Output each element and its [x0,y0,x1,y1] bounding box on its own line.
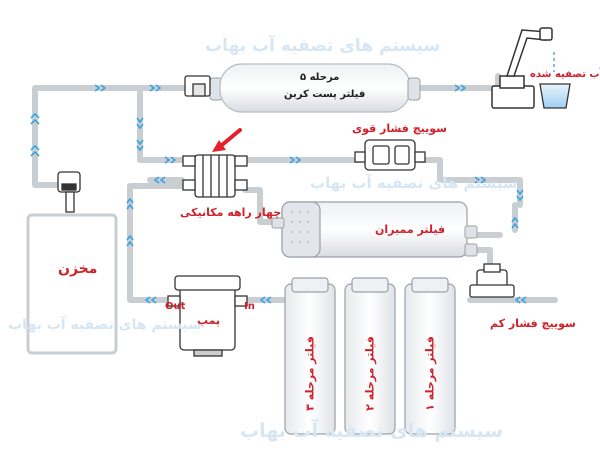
filter5-stage-label: مرحله ۵ [300,72,340,83]
glass-icon [539,52,571,109]
watermark: سیستم های تصفیه آب بهاب [205,36,441,56]
high-pressure-switch-label: سوییچ فشار قوی [352,122,447,135]
watermark: سیستم های تصفیه آب بهاب [310,174,518,192]
four-way-valve-label: چهار راهه مکانیکی [180,206,282,219]
purified-water-label: آب تصفیه شده [530,69,600,80]
watermark: سیستم های تصفیه آب بهاب [240,420,503,442]
faucet-icon [491,27,553,109]
post-carbon-filter [209,63,421,113]
pump [167,275,248,357]
storage-tank [26,171,118,355]
cartridge-1 [404,277,456,435]
watermark: سیستم های تصفیه آب بهاب [8,317,202,333]
low-pressure-switch [469,263,515,298]
red-pointer-arrow [212,128,242,152]
flow-arrows [30,84,527,304]
tee-connector [184,75,211,97]
membrane-filter-label: فیلتر ممبران [375,223,446,236]
high-pressure-switch [354,139,426,171]
four-way-valve [182,154,248,198]
cartridge-2 [344,277,396,435]
filter5-name-label: فیلتر پست کربن [284,89,366,100]
membrane-filter [271,201,478,258]
cartridge-1-label: فیلتر مرحله ۱ [423,336,437,411]
cartridge-3 [284,277,336,435]
pump-out-label: Out [165,301,186,312]
tank-label: مخزن [58,261,98,277]
pump-label: پمپ [197,314,221,327]
pump-in-label: In [244,301,255,312]
low-pressure-switch-label: سوییچ فشار کم [490,317,576,330]
cartridge-2-label: فیلتر مرحله ۲ [363,336,377,411]
cartridge-3-label: فیلتر مرحله ۳ [303,336,317,411]
